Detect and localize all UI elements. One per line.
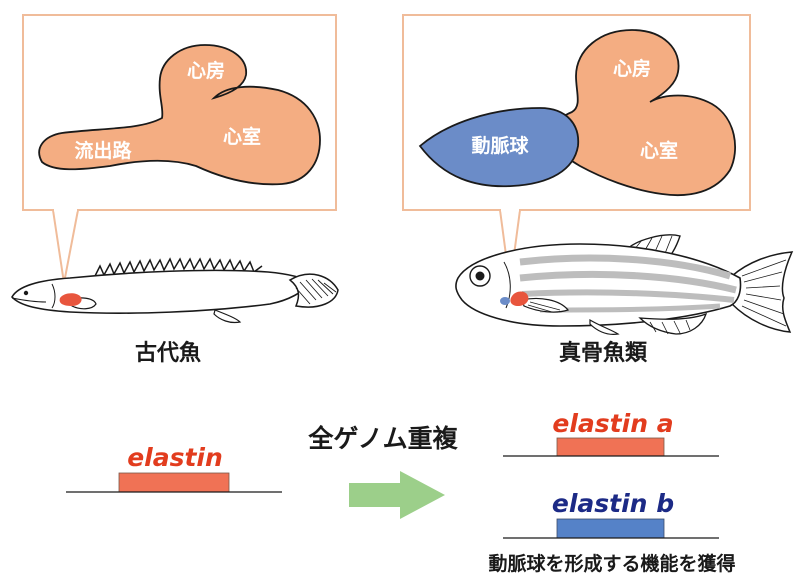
- duplication-arrow: [349, 471, 445, 519]
- left-atrium-label: 心房: [187, 59, 225, 82]
- left-outflow-label: 流出路: [74, 139, 132, 162]
- right-atrium-label: 心房: [613, 57, 651, 80]
- left-heart-shape: [38, 44, 321, 186]
- right-heart-callout: 心房 心室 動脈球: [402, 14, 751, 286]
- ancient-fish-illustration: [11, 257, 339, 324]
- function-note: 動脈球を形成する機能を獲得: [488, 552, 735, 575]
- left-callout-frame: [22, 14, 337, 211]
- duplication-label: 全ゲノム重複: [307, 424, 458, 453]
- teleost-fish-bulbus-spot: [500, 297, 510, 305]
- ancient-fish-body: [11, 269, 314, 314]
- right-callout-frame: [402, 14, 751, 211]
- ancient-fish-caption: 古代魚: [135, 340, 201, 366]
- gene-copy-a: elastin a: [503, 409, 719, 457]
- left-heart-callout: 心房 心室 流出路: [22, 14, 337, 284]
- ancestral-gene-label: elastin: [127, 443, 223, 472]
- teleost-fish-caption: 真骨魚類: [559, 340, 648, 366]
- teleost-fish-illustration: [455, 234, 794, 335]
- left-ventricle-label: 心室: [223, 125, 261, 148]
- right-ventricle-label: 心室: [640, 139, 678, 162]
- gene-copy-b: elastin b: [503, 489, 719, 539]
- bulbus-shape: [418, 107, 580, 188]
- gene-copy-b-block: [556, 518, 665, 539]
- ancestral-gene: elastin: [66, 443, 282, 493]
- ancient-fish-heart-spot: [59, 293, 82, 306]
- teleost-fish-heart-spot: [510, 291, 529, 306]
- left-callout-pointer: [52, 209, 79, 284]
- ancient-fish-tail: [288, 273, 339, 308]
- right-heart-shape: [552, 29, 736, 197]
- ancestral-gene-block: [118, 472, 230, 493]
- gene-copy-b-label: elastin b: [552, 489, 674, 518]
- ancient-fish-finlets: [94, 257, 263, 277]
- teleost-fish-tail: [731, 251, 794, 333]
- bulbus-label: 動脈球: [471, 134, 529, 157]
- gene-copy-a-label: elastin a: [552, 409, 673, 438]
- gene-copy-a-block: [556, 437, 665, 457]
